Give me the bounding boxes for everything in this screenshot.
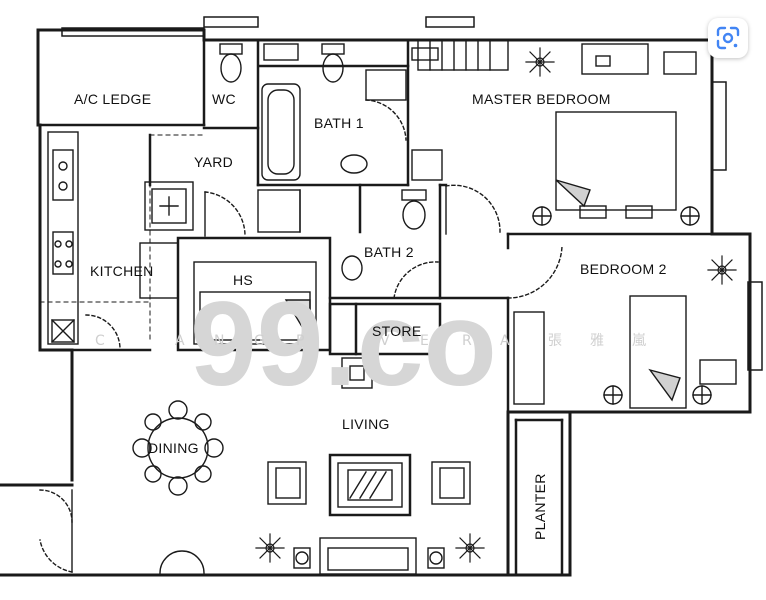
google-lens-icon [716,26,740,50]
kitchen-counter [47,131,179,345]
windows [61,16,763,371]
label-ac-ledge: A/C LEDGE [74,91,151,107]
google-lens-button[interactable] [708,18,748,58]
watermark-letter: C [95,333,105,349]
watermark-letter: R [462,333,472,349]
master-bedroom-furniture [411,39,700,235]
label-master-bedroom: MASTER BEDROOM [472,91,611,107]
label-dining: DINING [148,440,199,456]
watermark-letter: G [254,333,265,349]
watermark-letter: V [380,333,390,349]
watermark-letter: 張 [548,333,562,349]
bedroom2-furniture [507,245,737,409]
watermark-letter: A [500,333,510,349]
dining-set [132,400,224,496]
ledge-dividers [39,134,205,341]
room-labels: A/C LEDGE WC BATH 1 MASTER BEDROOM YARD … [74,91,667,540]
bath2-fixtures [257,189,439,299]
watermark-letter: 嵐 [632,333,646,349]
watermark-letter: A [175,333,185,349]
label-bath-1: BATH 1 [314,115,364,131]
label-hs: HS [233,272,253,288]
plant-icons [255,47,737,563]
label-yard: YARD [194,154,233,170]
watermark-letter: N [214,333,224,349]
watermark: 99.co C A N G P V E R A 張 雅 嵐 [95,277,646,411]
label-store: STORE [372,323,421,339]
label-bath-2: BATH 2 [364,244,414,260]
watermark-letter: P [296,333,304,349]
wc-fixtures [219,43,439,186]
label-planter: PLANTER [532,473,548,540]
watermark-letter: 雅 [590,333,604,349]
yard-fixture [144,181,246,237]
hs-fixtures [193,261,317,345]
entrance-doors [39,314,121,573]
watermark-letter: E [420,333,429,349]
label-kitchen: KITCHEN [90,263,154,279]
label-living: LIVING [342,416,390,432]
label-wc: WC [212,91,236,107]
label-bedroom-2: BEDROOM 2 [580,261,667,277]
watermark-logo: 99.co [190,277,497,411]
living-furniture [159,357,471,575]
